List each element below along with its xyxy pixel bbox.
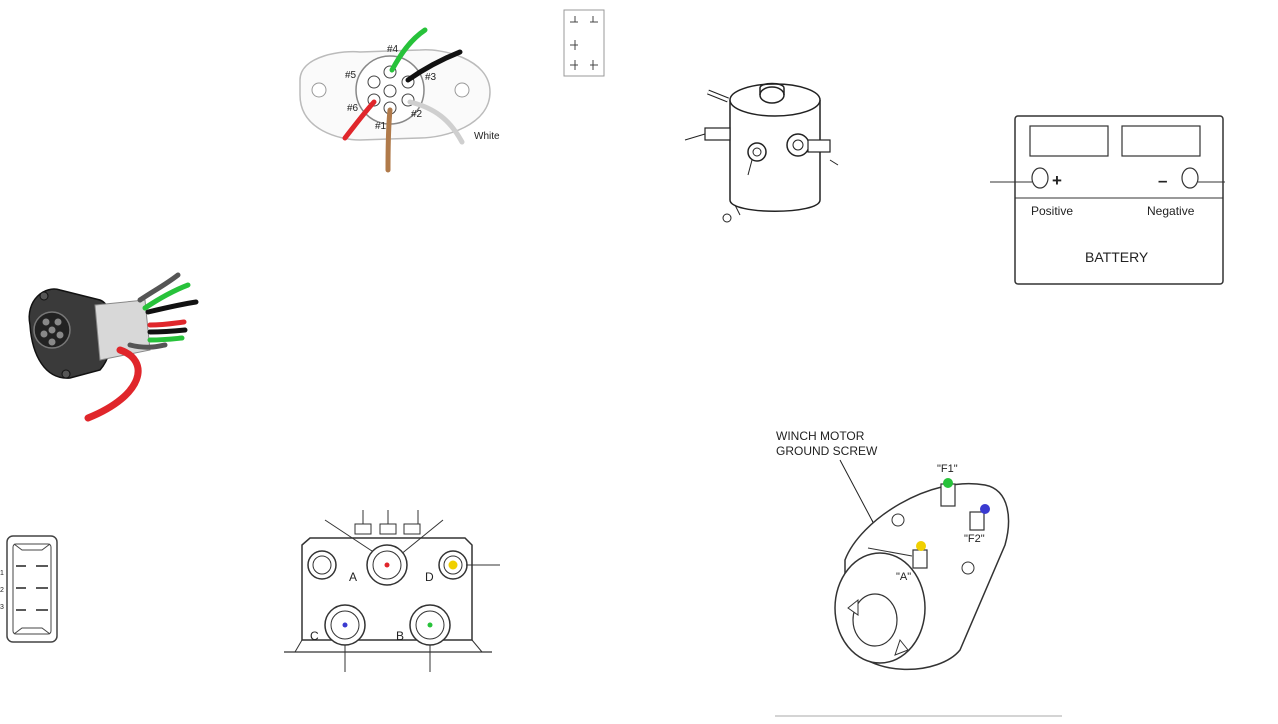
plug-mount-hole-right [454, 82, 470, 98]
plug-mount-hole-left [311, 82, 327, 98]
negative-terminal [1181, 167, 1199, 189]
plus-sign: + [1052, 171, 1062, 190]
wire-green [389, 27, 428, 73]
battery-case [1014, 115, 1224, 285]
rocker-switch-diagram: 1 2 3 [0, 535, 58, 643]
switch-pin-2: 2 [0, 587, 4, 594]
pin-label-4: #4 [387, 44, 399, 55]
terminal-d-dot [448, 560, 458, 570]
terminal-a-label: A [349, 570, 357, 584]
battery-cell-left [1029, 125, 1109, 157]
wire-red [342, 99, 377, 141]
terminal-f1-dot [943, 478, 953, 488]
minus-sign: – [1158, 171, 1167, 190]
pin-label-5: #5 [345, 70, 357, 81]
ground-screw-label-line2: GROUND SCREW [776, 444, 878, 458]
pin-socket-5 [367, 75, 381, 89]
terminal-c-label: C [310, 629, 319, 643]
harness-plug-photo [28, 272, 199, 422]
negative-label: Negative [1147, 204, 1195, 218]
pin-socket-center [383, 84, 397, 98]
contactor-diagram: A D C B [284, 510, 500, 672]
terminal-c-dot [342, 622, 348, 628]
pin-label-2: #2 [411, 109, 423, 120]
terminal-f2-dot [980, 504, 990, 514]
a-motor-label: "A" [896, 571, 911, 583]
battery-title: BATTERY [1085, 249, 1149, 265]
pin-label-3: #3 [425, 72, 437, 83]
ground-screw-label-line1: WINCH MOTOR [776, 429, 865, 443]
wire-white [407, 99, 465, 145]
f2-label: "F2" [964, 533, 985, 545]
battery-diagram: + – Positive Negative BATTERY [990, 115, 1225, 285]
terminal-a-motor-dot [916, 541, 926, 551]
terminal-d-label: D [425, 570, 434, 584]
white-wire-label: White [474, 131, 500, 142]
switch-pin-1: 1 [0, 570, 4, 577]
pin-label-1: #1 [375, 121, 387, 132]
switch-pin-3: 3 [0, 604, 4, 611]
terminal-b-label: B [396, 629, 404, 643]
winch-motor-diagram: WINCH MOTOR GROUND SCREW "F1" "F2" "A" [775, 429, 1062, 717]
f1-label: "F1" [937, 463, 958, 475]
relay-symbol [563, 9, 605, 77]
wire-black [405, 49, 463, 83]
positive-label: Positive [1031, 204, 1073, 218]
solenoid-diagram [684, 82, 839, 223]
pin-label-6: #6 [347, 103, 359, 114]
positive-terminal [1031, 167, 1049, 189]
battery-cell-right [1121, 125, 1201, 157]
six-pin-plug-diagram: #4 #5 #3 #6 #1 #2 White [299, 27, 500, 173]
wire-brown [385, 107, 393, 173]
terminal-b-dot [427, 622, 433, 628]
terminal-a-dot [384, 562, 390, 568]
